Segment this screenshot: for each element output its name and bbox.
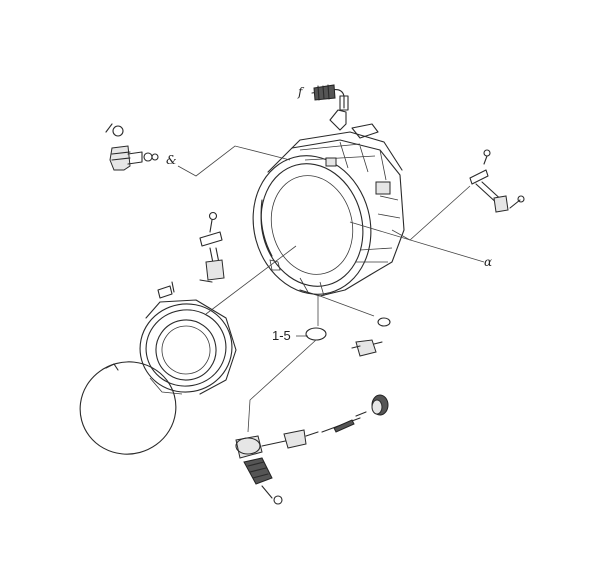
heater-sensor <box>319 295 391 357</box>
door-gasket <box>139 299 237 395</box>
tub-assembly <box>252 131 405 297</box>
left-inlet-assembly <box>105 123 159 171</box>
small-seal-ring <box>305 327 327 341</box>
clamp-ring <box>79 361 177 455</box>
label-f: f <box>297 85 305 99</box>
leader-inlet-to-tub <box>177 145 291 177</box>
label-alpha: α <box>484 255 492 269</box>
leader-gasket-to-tub <box>205 245 297 315</box>
drain-assembly <box>235 394 389 505</box>
shock-absorber <box>469 149 525 213</box>
top-bellows-hose <box>311 84 349 111</box>
callout-1-5: 1-5 <box>272 328 291 343</box>
spring-clip <box>157 281 175 299</box>
leader-tub-alpha <box>349 221 485 263</box>
leader-seal-to-drain <box>247 339 317 433</box>
left-damper <box>199 211 225 283</box>
label-ampersand-top: & <box>166 153 177 167</box>
